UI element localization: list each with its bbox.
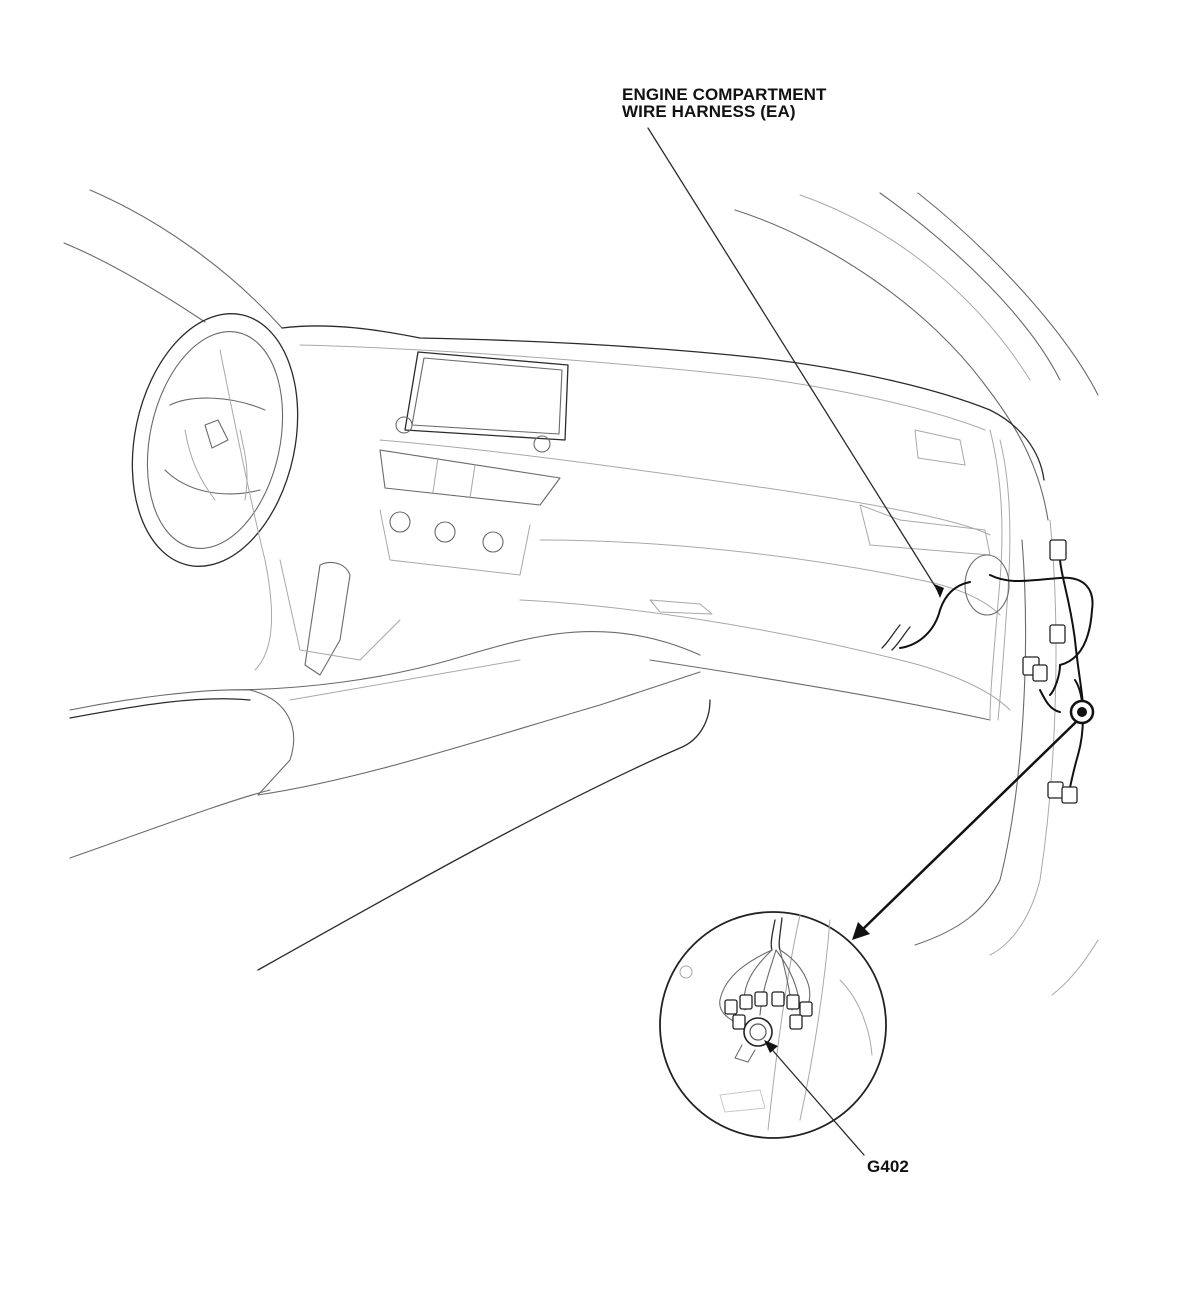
harness-label-line-2: WIRE HARNESS (EA) [622,102,796,121]
harness-connector [1047,781,1064,799]
harness-connector [1049,624,1066,644]
wire-harness-ea [881,539,1095,804]
center-console [69,559,701,796]
ground-terminals [724,991,813,1030]
detail-arrow [852,721,1077,940]
dashboard-panel [281,325,1045,721]
harness-leader [647,127,944,598]
harness-connector [1061,786,1078,804]
ground-detail-view [659,911,887,1156]
harness-connector [1032,664,1048,682]
steering-wheel [131,313,299,567]
harness-connector [1049,539,1067,561]
harness-label-line-1: ENGINE COMPARTMENT [622,85,827,104]
harness-callout-label: ENGINE COMPARTMENT WIRE HARNESS (EA) [622,86,827,120]
a-pillar-right [734,192,1099,996]
floor-lines [69,349,711,971]
windshield-frame-left [63,189,283,329]
center-stack [379,449,561,576]
ground-callout-label: G402 [867,1157,909,1176]
center-display [395,351,569,453]
